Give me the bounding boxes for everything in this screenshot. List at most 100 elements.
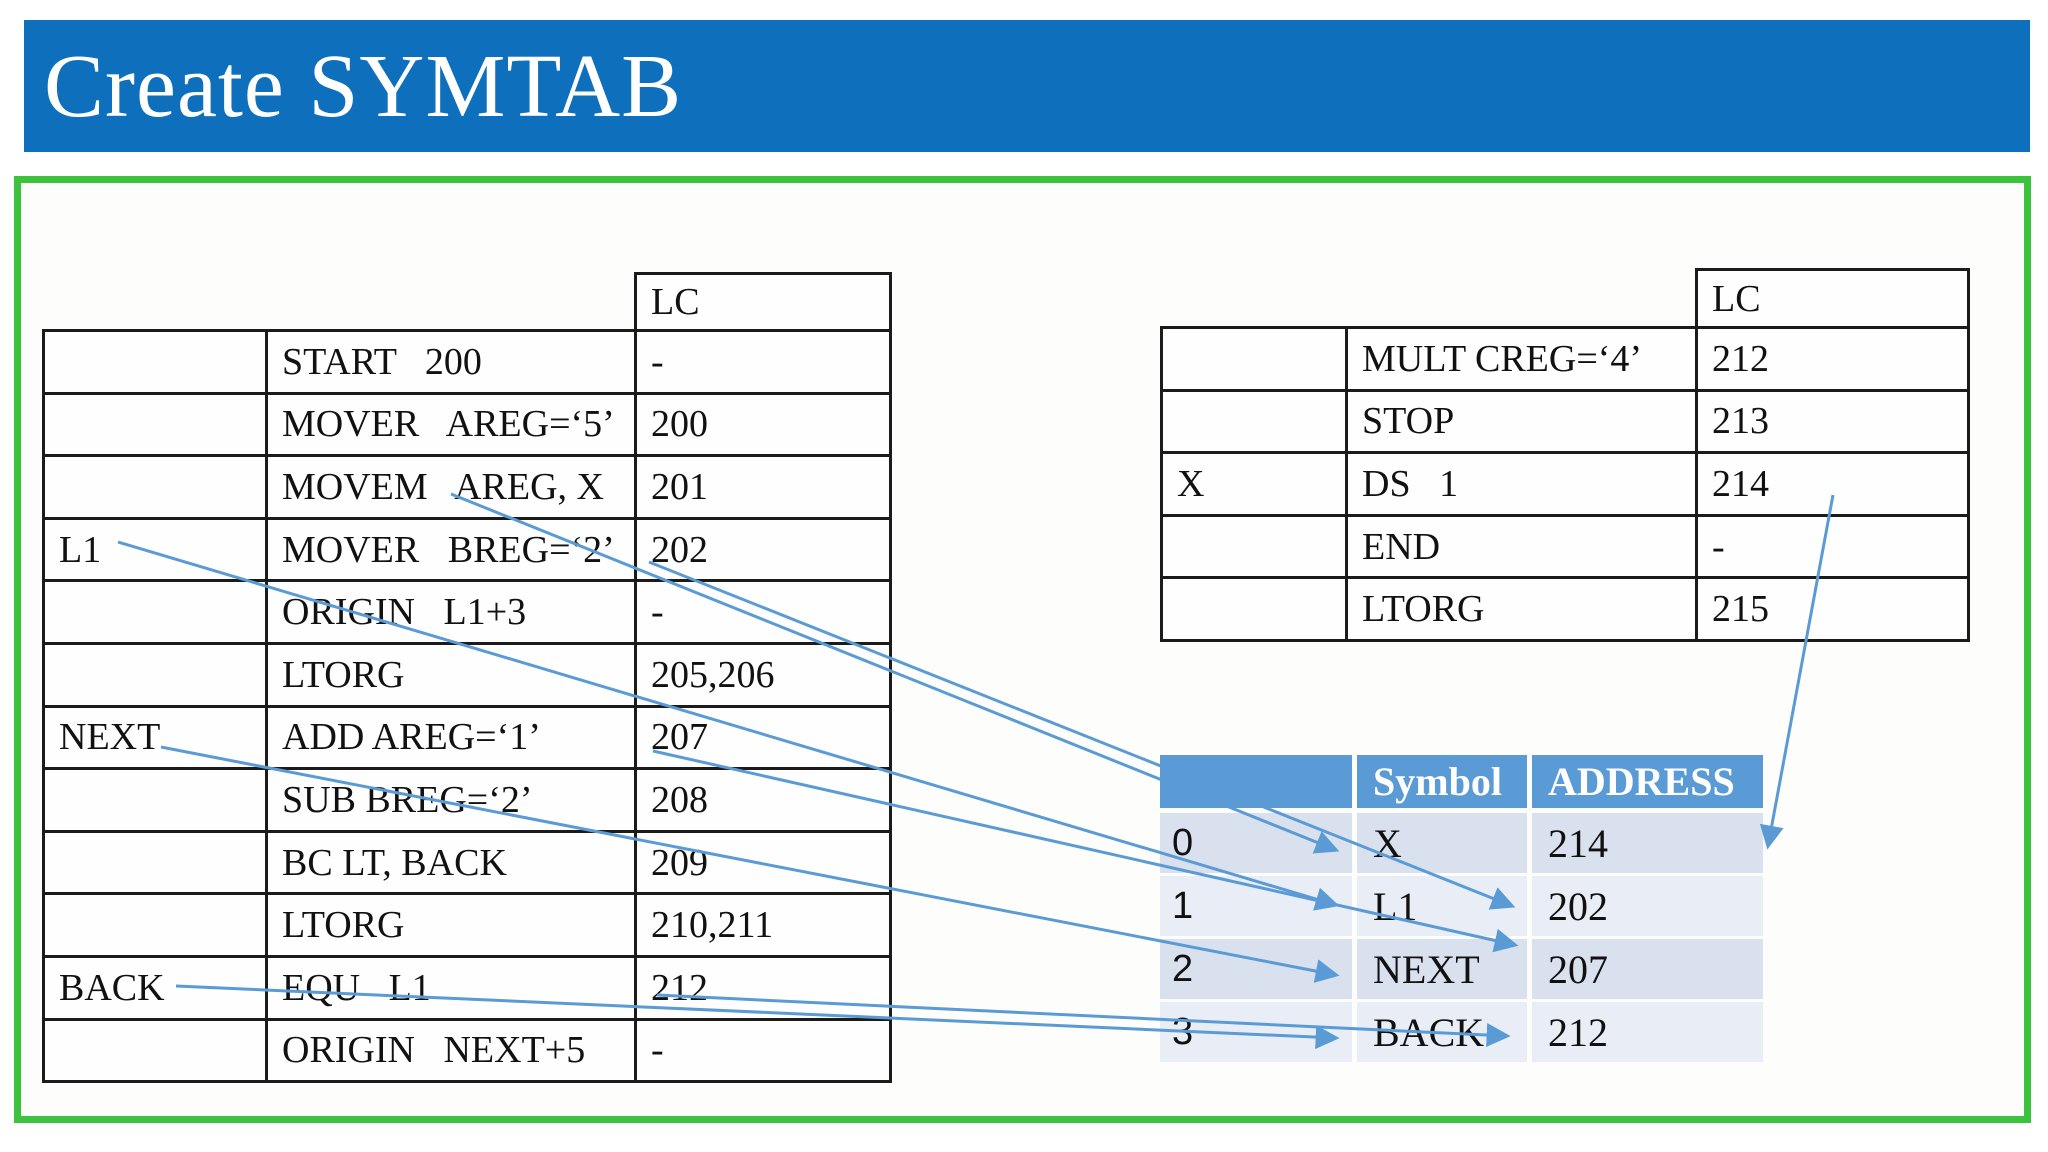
- asm-row: SUB BREG=‘2’: [42, 767, 667, 833]
- instruction-cell: END: [1345, 513, 1725, 580]
- label-cell: X: [1160, 451, 1348, 517]
- label-cell: [42, 829, 268, 896]
- symtab-address-cell: 212: [1532, 1002, 1763, 1062]
- page-title: Create SYMTAB: [44, 36, 683, 136]
- lc-header-row: LC: [1695, 268, 1970, 329]
- lc-cell: -: [1695, 513, 1970, 580]
- instruction-cell: ADD AREG=‘1’: [265, 704, 667, 771]
- label-cell: [1160, 326, 1348, 392]
- symtab-header-blank: [1160, 755, 1352, 808]
- symtab-header-symbol: Symbol: [1357, 755, 1527, 808]
- lc-cell: 209: [634, 829, 892, 896]
- symtab-symbol-cell: NEXT: [1357, 939, 1527, 999]
- lc-row: 213: [1695, 388, 1970, 455]
- symtab-symbol-cell: X: [1357, 813, 1527, 873]
- label-cell: [42, 579, 268, 645]
- asm-row: MOVER AREG=‘5’: [42, 391, 667, 458]
- lc-cell: 213: [1695, 388, 1970, 455]
- lc-row: 212: [634, 954, 892, 1021]
- symtab-symbol-cell: L1: [1357, 876, 1527, 936]
- symtab-symbol-cell: BACK: [1357, 1002, 1527, 1062]
- lc-cell: 202: [634, 516, 892, 583]
- symtab-address-cell: 207: [1532, 939, 1763, 999]
- lc-header-cell: LC: [634, 272, 892, 332]
- lc-row: 205,206: [634, 641, 892, 708]
- symtab-address-cell: 214: [1532, 813, 1763, 873]
- symtab-header-address: ADDRESS: [1532, 755, 1763, 808]
- lc-cell: 208: [634, 767, 892, 833]
- label-cell: L1: [42, 516, 268, 583]
- lc-row: 212: [1695, 326, 1970, 392]
- instruction-cell: ORIGIN L1+3: [265, 579, 667, 645]
- label-cell: [1160, 513, 1348, 580]
- lc-cell: -: [634, 1017, 892, 1084]
- lc-row: 210,211: [634, 892, 892, 958]
- lc-cell: 215: [1695, 576, 1970, 642]
- asm-row: ORIGIN L1+3: [42, 579, 667, 645]
- instruction-cell: LTORG: [265, 892, 667, 958]
- label-cell: [42, 454, 268, 520]
- lc-row: 207: [634, 704, 892, 771]
- label-cell: BACK: [42, 954, 268, 1021]
- asm-row: LTORG: [42, 641, 667, 708]
- instruction-cell: LTORG: [1345, 576, 1725, 642]
- symtab-address-cell: 202: [1532, 876, 1763, 936]
- lc-header-cell: LC: [1695, 268, 1970, 329]
- lc-cell: 212: [634, 954, 892, 1021]
- instruction-cell: MULT CREG=‘4’: [1345, 326, 1725, 392]
- instruction-cell: START 200: [265, 329, 667, 395]
- lc-header-row: LC: [634, 272, 892, 332]
- label-cell: [1160, 576, 1348, 642]
- instruction-cell: SUB BREG=‘2’: [265, 767, 667, 833]
- label-cell: [42, 329, 268, 395]
- lc-cell: 205,206: [634, 641, 892, 708]
- symtab-index-cell: 2: [1160, 939, 1352, 999]
- instruction-cell: MOVER BREG=‘2’: [265, 516, 667, 583]
- instruction-cell: STOP: [1345, 388, 1725, 455]
- instruction-cell: MOVEM AREG, X: [265, 454, 667, 520]
- label-cell: [42, 767, 268, 833]
- lc-cell: 200: [634, 391, 892, 458]
- lc-row: -: [634, 329, 892, 395]
- label-cell: [42, 391, 268, 458]
- asm-row: LTORG: [1160, 576, 1725, 642]
- asm-row: ORIGIN NEXT+5: [42, 1017, 667, 1084]
- label-cell: [42, 641, 268, 708]
- lc-row: 214: [1695, 451, 1970, 517]
- instruction-cell: ORIGIN NEXT+5: [265, 1017, 667, 1084]
- lc-row: -: [634, 1017, 892, 1084]
- asm-row: LTORG: [42, 892, 667, 958]
- lc-row: -: [1695, 513, 1970, 580]
- label-cell: [42, 892, 268, 958]
- instruction-cell: BC LT, BACK: [265, 829, 667, 896]
- asm-row: BC LT, BACK: [42, 829, 667, 896]
- symtab-index-cell: 3: [1160, 1002, 1352, 1062]
- asm-row: START 200: [42, 329, 667, 395]
- instruction-cell: MOVER AREG=‘5’: [265, 391, 667, 458]
- instruction-cell: LTORG: [265, 641, 667, 708]
- lc-row: 200: [634, 391, 892, 458]
- slide-title-bar: Create SYMTAB: [24, 20, 2030, 152]
- lc-cell: -: [634, 579, 892, 645]
- lc-cell: 214: [1695, 451, 1970, 517]
- symtab-index-cell: 0: [1160, 813, 1352, 873]
- asm-row: MULT CREG=‘4’: [1160, 326, 1725, 392]
- lc-cell: -: [634, 329, 892, 395]
- lc-row: 208: [634, 767, 892, 833]
